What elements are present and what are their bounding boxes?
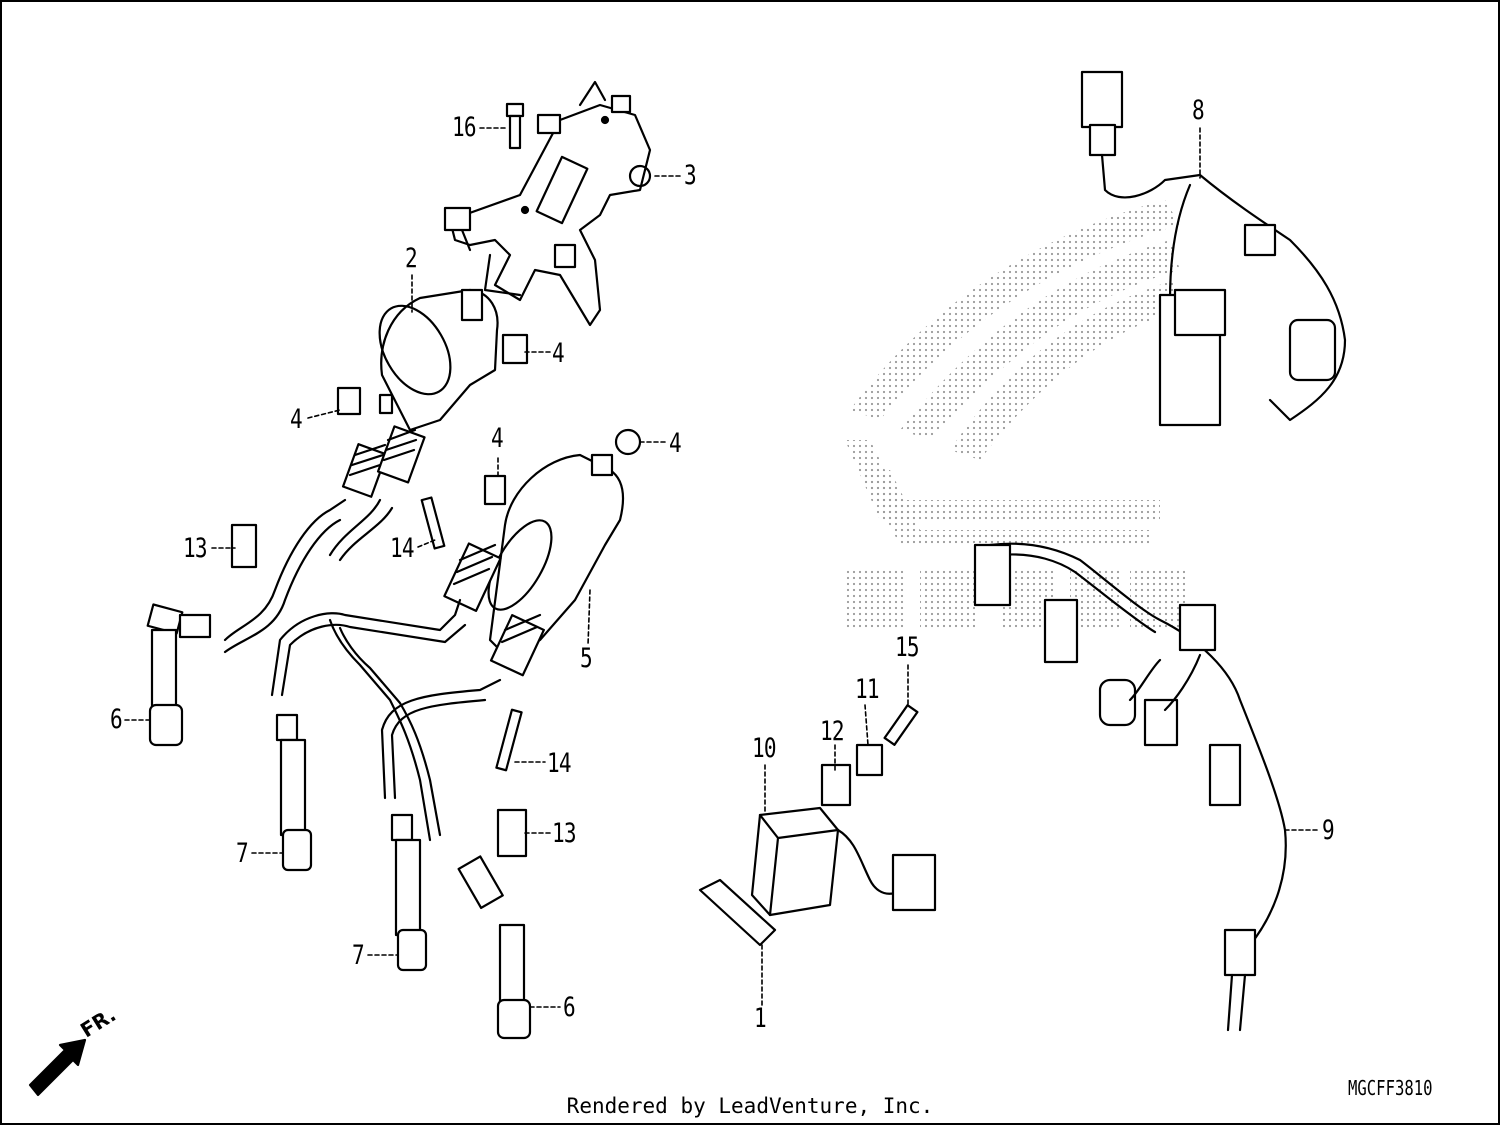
callout-12[interactable]: 12	[820, 716, 845, 747]
collar-11	[855, 743, 884, 777]
callout-15[interactable]: 15	[895, 632, 920, 663]
callout-13-upper[interactable]: 13	[183, 533, 208, 564]
honda-wing-watermark	[845, 200, 1180, 545]
ignition-coil-bracket	[443, 80, 652, 327]
render-credit: Rendered by LeadVenture, Inc.	[566, 1094, 934, 1118]
plug-cap-6-right	[457, 855, 532, 1040]
honda-logo-watermark	[845, 570, 1185, 630]
callout-13-lower[interactable]: 13	[552, 818, 577, 849]
plug-cap-7-upper	[275, 713, 313, 872]
callout-3[interactable]: 3	[684, 160, 697, 191]
diagram-code: MGCFF3810	[1348, 1076, 1433, 1100]
main-harness-9	[973, 542, 1287, 1032]
bolt-16	[505, 102, 525, 150]
rubber-12	[820, 763, 852, 807]
callout-4-c[interactable]: 4	[491, 423, 504, 454]
callout-14-lower[interactable]: 14	[547, 748, 572, 779]
callout-9[interactable]: 9	[1322, 815, 1335, 846]
callout-2[interactable]: 2	[405, 243, 418, 274]
callout-10[interactable]: 10	[752, 733, 777, 764]
bolt-15	[883, 704, 919, 746]
callout-6-left[interactable]: 6	[110, 704, 123, 735]
clip-4-a	[336, 386, 362, 416]
callout-11[interactable]: 11	[855, 674, 880, 705]
high-tension-wires	[223, 498, 502, 842]
sub-harness-8	[1080, 70, 1347, 427]
callout-16[interactable]: 16	[452, 112, 477, 143]
relay-10	[750, 806, 937, 917]
front-arrow-icon	[28, 1038, 87, 1097]
callout-8[interactable]: 8	[1192, 95, 1205, 126]
leader-lines	[124, 127, 1321, 1008]
plug-cap-7-lower	[390, 813, 428, 972]
bolt-14-lower	[495, 708, 523, 772]
callout-5[interactable]: 5	[580, 643, 593, 674]
clip-4-b	[501, 333, 529, 365]
callout-6-right[interactable]: 6	[563, 992, 576, 1023]
ignition-coil-upper	[341, 288, 499, 498]
callout-4-d[interactable]: 4	[669, 428, 682, 459]
callout-1[interactable]: 1	[754, 1003, 767, 1034]
bolt-14-upper	[420, 496, 446, 550]
callout-4-a[interactable]: 4	[290, 404, 303, 435]
callout-14-upper[interactable]: 14	[390, 533, 415, 564]
callout-4-b[interactable]: 4	[552, 338, 565, 369]
plug-cap-6-left	[146, 603, 212, 747]
callout-7-upper[interactable]: 7	[236, 838, 249, 869]
ignition-coil-lower	[443, 453, 625, 677]
relay-band-1	[698, 878, 777, 947]
clamp-13-upper	[230, 523, 258, 569]
nut-4-d	[614, 428, 642, 456]
clamp-13-lower	[496, 808, 528, 858]
clip-4-c	[483, 474, 507, 506]
callout-7-lower[interactable]: 7	[352, 940, 365, 971]
